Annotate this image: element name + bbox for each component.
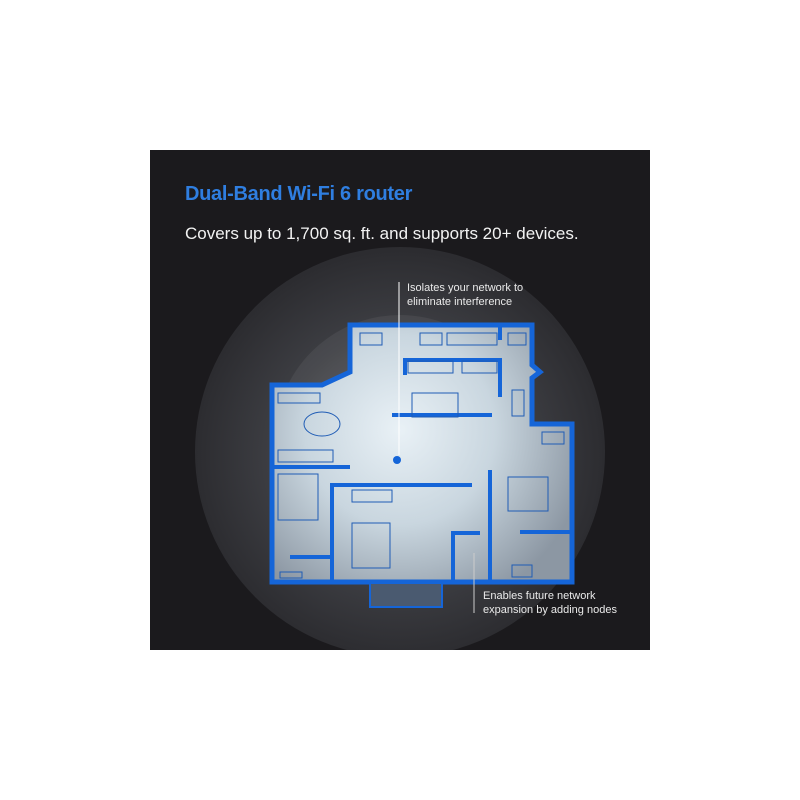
callout-isolation: Isolates your network to eliminate inter… [407, 281, 523, 309]
subheadline: Covers up to 1,700 sq. ft. and supports … [185, 224, 579, 243]
callout-line: eliminate interference [407, 296, 513, 308]
callout-line: Enables future network [483, 590, 596, 602]
floorplan [269, 322, 575, 608]
headline: Dual-Band Wi-Fi 6 router [185, 183, 413, 205]
router-node-icon [393, 456, 401, 464]
callout-expansion: Enables future network expansion by addi… [483, 589, 617, 617]
callout-line: expansion by adding nodes [483, 604, 617, 616]
callout-line: Isolates your network to [407, 282, 524, 294]
